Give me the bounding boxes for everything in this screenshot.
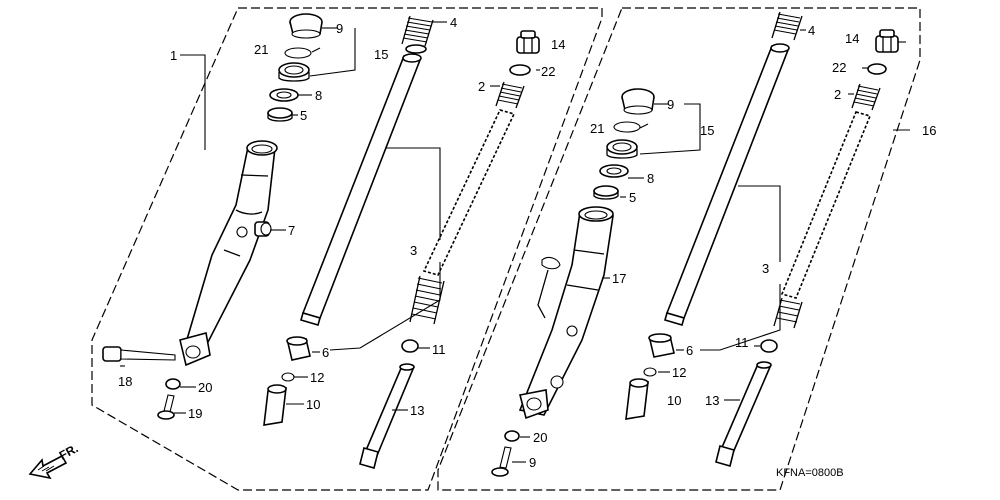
- left-part-11-ring: [401, 339, 419, 353]
- right-part-5-bushing: [593, 185, 619, 200]
- left-part-21-clip: [284, 47, 312, 59]
- callout-2-right: 2: [834, 87, 841, 102]
- leader-lines: [120, 21, 910, 463]
- callout-21-right: 21: [590, 121, 604, 136]
- left-fork-slider: [179, 140, 278, 367]
- callout-13: 13: [410, 403, 424, 418]
- right-rebound-spring: [773, 297, 803, 329]
- callout-5: 5: [300, 108, 307, 123]
- left-part-14-bolt: [516, 30, 540, 54]
- right-part-21-clip: [613, 121, 641, 133]
- right-part-8-washer: [599, 164, 629, 178]
- right-part-4-spring: [771, 11, 803, 41]
- right-fork-pipe: [664, 43, 790, 326]
- left-part-9-seal: [289, 13, 323, 39]
- right-part-10-lock-piece: [625, 378, 649, 420]
- left-part-19-bolt: [157, 394, 175, 420]
- callout-9-right-bolt: 9: [529, 455, 536, 470]
- left-part-18-bolt: [102, 346, 176, 362]
- callout-21: 21: [254, 42, 268, 57]
- callout-20: 20: [198, 380, 212, 395]
- front-direction-arrow-icon: [28, 454, 68, 480]
- callout-9: 9: [336, 21, 343, 36]
- callout-15: 15: [374, 47, 388, 62]
- callout-2: 2: [478, 79, 485, 94]
- callout-14: 14: [551, 37, 565, 52]
- callout-19: 19: [188, 406, 202, 421]
- callout-11-right: 11: [735, 335, 749, 350]
- callout-12: 12: [310, 370, 324, 385]
- left-rebound-spring: [409, 275, 445, 325]
- callout-1: 1: [170, 48, 177, 63]
- callout-22-right: 22: [832, 60, 846, 75]
- callout-3: 3: [410, 243, 417, 258]
- diagram-code: KFNA=0800B: [776, 467, 844, 479]
- left-part-15-oil-seal: [278, 62, 310, 82]
- right-part-22-oring: [867, 63, 887, 75]
- left-part-6-bushing: [286, 336, 311, 361]
- callout-7: 7: [288, 223, 295, 238]
- callout-10: 10: [306, 397, 320, 412]
- callout-4-right: 4: [808, 23, 815, 38]
- callout-14-right: 14: [845, 31, 859, 46]
- right-part-15-oil-seal: [606, 139, 638, 159]
- left-part-4-spring: [401, 15, 434, 54]
- left-part-2-spring: [495, 81, 525, 109]
- callout-4: 4: [450, 15, 457, 30]
- callout-6-right: 6: [686, 343, 693, 358]
- right-fork-slider: [518, 206, 614, 420]
- callout-8-right: 8: [647, 171, 654, 186]
- callout-11: 11: [432, 342, 446, 357]
- right-part-9-bolt: [491, 446, 512, 477]
- callout-22: 22: [541, 64, 555, 79]
- callout-15-right: 15: [700, 123, 714, 138]
- left-part-22-oring: [509, 64, 531, 76]
- callout-10-right: 10: [667, 393, 681, 408]
- left-assembly-frame: [91, 7, 603, 491]
- left-fork-spring-rod: [422, 109, 516, 276]
- callout-5-right: 5: [629, 190, 636, 205]
- left-part-12-clip: [281, 372, 295, 382]
- callout-16: 16: [922, 123, 936, 138]
- left-part-20-washer: [165, 378, 181, 390]
- left-part-7-cap: [254, 221, 272, 237]
- callout-3-right: 3: [762, 261, 769, 276]
- left-part-8-washer: [269, 88, 299, 102]
- callout-6: 6: [322, 345, 329, 360]
- left-fork-pipe: [300, 53, 422, 326]
- right-assembly-frame: [437, 7, 921, 491]
- callout-17: 17: [612, 271, 626, 286]
- callout-8: 8: [315, 88, 322, 103]
- right-fork-spring-rod: [780, 111, 872, 299]
- left-part-5-bushing: [267, 107, 293, 122]
- callout-20-right: 20: [533, 430, 547, 445]
- right-part-6-bushing: [648, 333, 675, 358]
- right-part-20-washer: [504, 430, 520, 442]
- right-part-2-spring: [851, 83, 881, 111]
- callout-13-right: 13: [705, 393, 719, 408]
- left-part-10-lock-piece: [263, 384, 287, 426]
- callout-12-right: 12: [672, 365, 686, 380]
- right-part-12-clip: [643, 367, 657, 377]
- right-part-11-ring: [760, 339, 778, 353]
- right-part-14-bolt: [875, 29, 899, 53]
- right-part-9-seal: [621, 88, 655, 115]
- right-part-13-damper-rod: [715, 361, 772, 467]
- callout-9-right: 9: [667, 97, 674, 112]
- callout-18: 18: [118, 374, 132, 389]
- left-part-13-damper-rod: [359, 363, 415, 469]
